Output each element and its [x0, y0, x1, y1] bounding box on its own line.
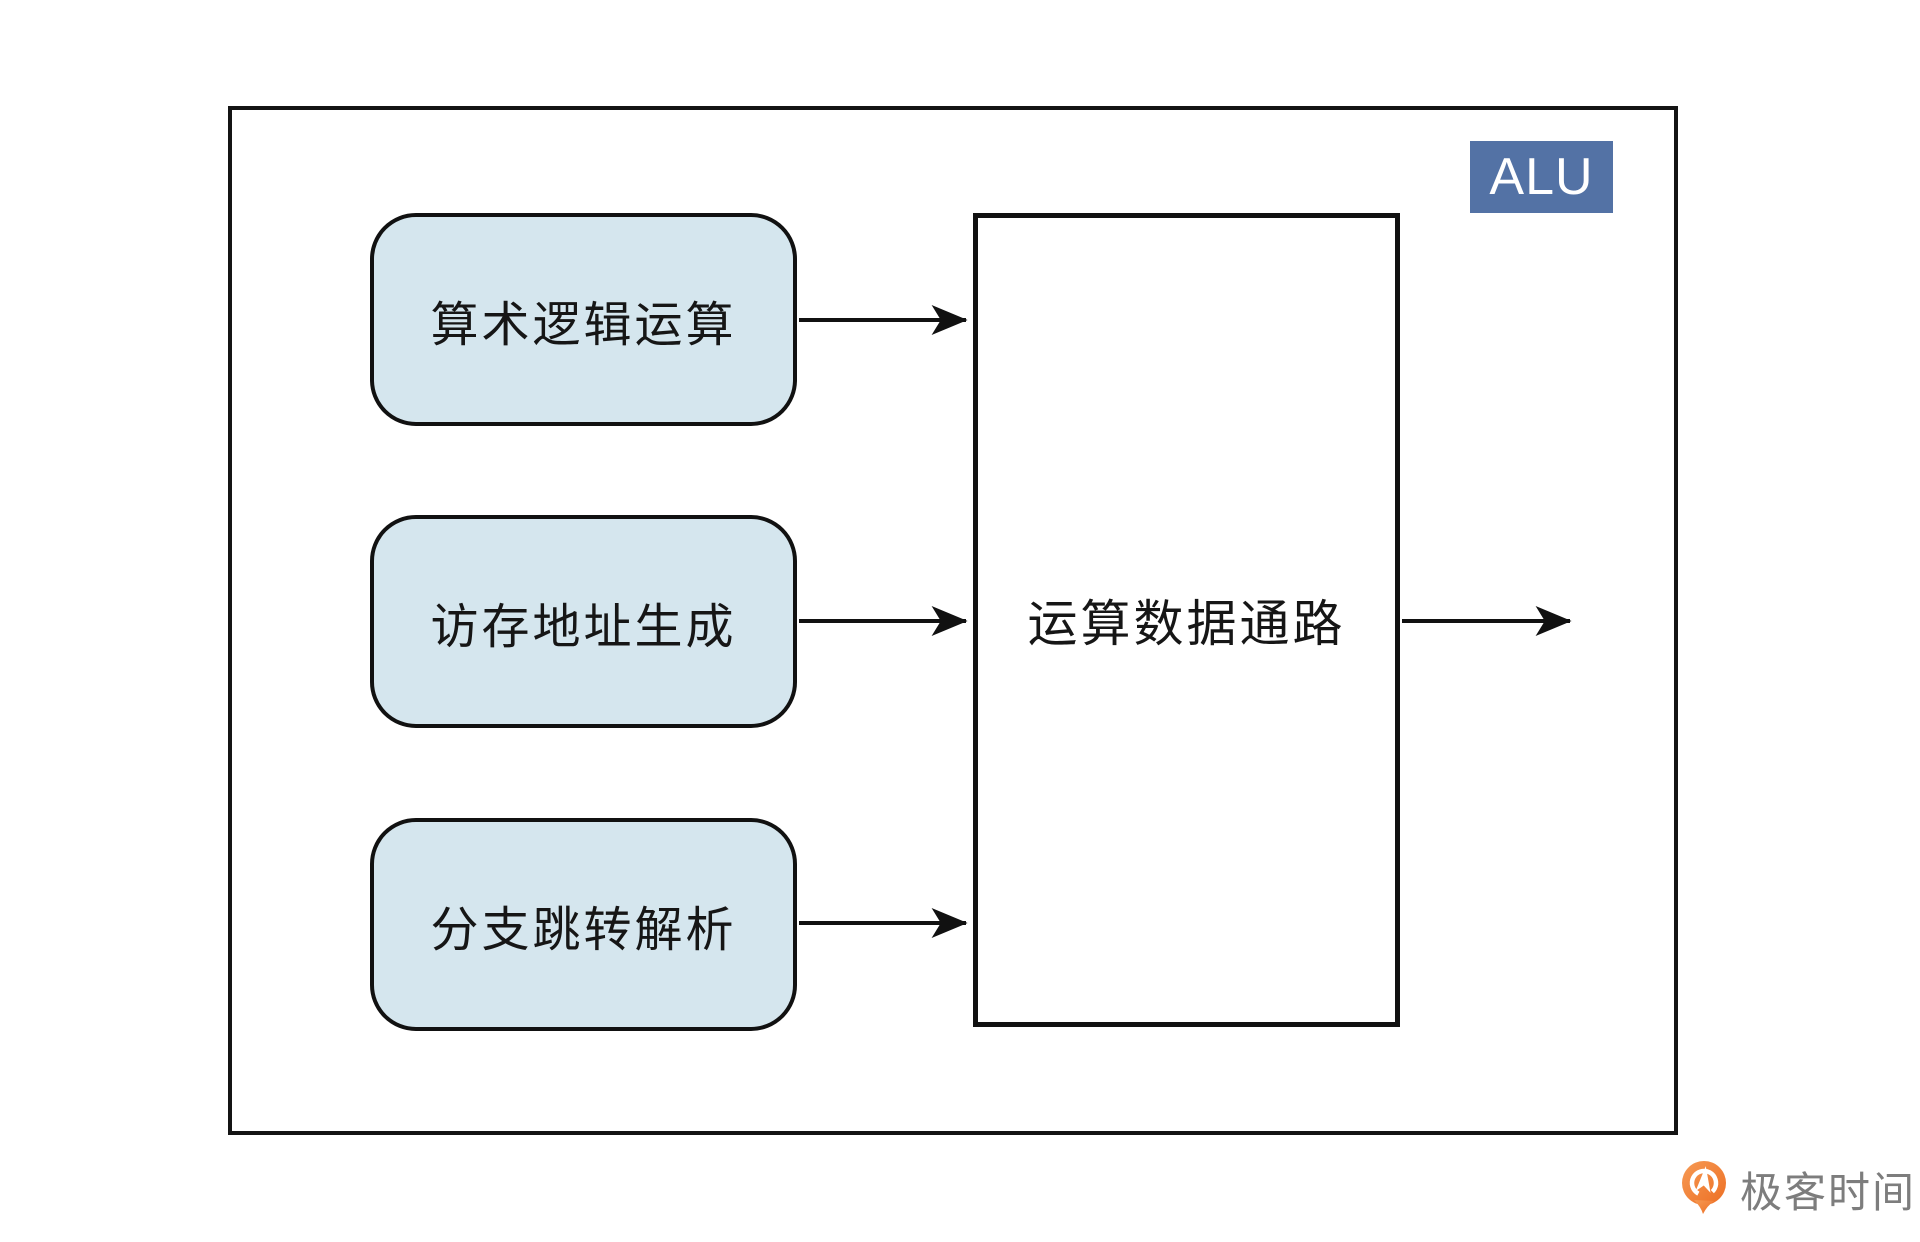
node-operation-datapath: 运算数据通路: [973, 213, 1400, 1027]
geektime-wordmark: 极客时间: [1740, 1168, 1917, 1216]
node-branch-jump-resolution: 分支跳转解析: [370, 818, 797, 1031]
alu-badge: ALU: [1470, 141, 1613, 213]
node-arithmetic-logic-operation: 算术逻辑运算: [370, 213, 797, 426]
node-memory-address-generation: 访存地址生成: [370, 515, 797, 728]
geektime-logo: 极客时间: [1678, 1157, 1916, 1221]
geektime-icon: [1682, 1161, 1726, 1214]
